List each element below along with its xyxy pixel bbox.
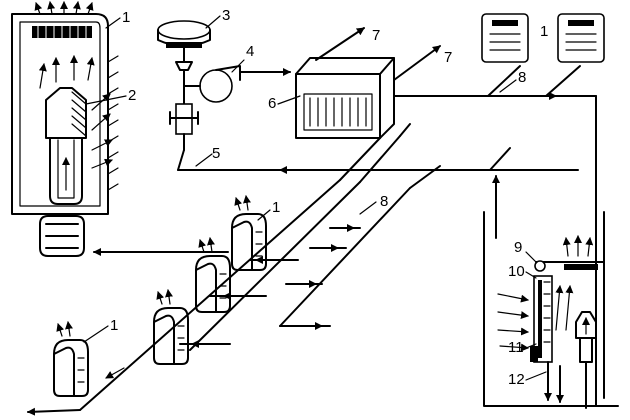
centrifugal-fan-4: [183, 65, 291, 103]
label-1-diffuser-a: 1: [272, 199, 280, 216]
filter-chamber-6: [295, 57, 395, 139]
room-heater-icon: [575, 311, 597, 409]
label-4-fan: 4: [246, 43, 254, 60]
exhaust-arrows-top: [34, 1, 94, 15]
label-2-stove: 2: [128, 87, 136, 104]
right-room: [483, 211, 619, 407]
room-air-arrows: [38, 55, 113, 169]
label-11-radiator: 11: [508, 339, 524, 356]
diffuser-unit-d: [53, 321, 89, 397]
label-9-valve: 9: [514, 239, 522, 256]
stove-icon: [45, 87, 87, 205]
diffuser-unit-c: [153, 289, 189, 365]
label-6-filter: 6: [268, 95, 276, 112]
wall-panel-right: [557, 13, 605, 63]
wall-hatching: [107, 55, 119, 191]
main-supply-duct: [27, 65, 597, 416]
diffuser-unit-a: [231, 195, 267, 271]
valve-5: [169, 103, 199, 151]
label-7-intake-right: 7: [444, 49, 452, 66]
label-5-pipe: 5: [212, 145, 220, 162]
top-grille-icon: [37, 26, 87, 38]
base-fan-icon: [39, 213, 85, 257]
label-8-duct-top: 8: [518, 69, 526, 86]
wall-panel-left: [481, 13, 529, 63]
label-7-intake-top: 7: [372, 27, 380, 44]
label-1-wall-panels: 1: [540, 23, 548, 40]
radiator-unit: [530, 260, 574, 403]
intake-arrows-7: [315, 27, 441, 81]
diffuser-unit-b: [195, 237, 231, 313]
left-enclosure: [11, 1, 119, 257]
label-10-sensor: 10: [508, 263, 525, 280]
label-12-drain: 12: [508, 371, 525, 388]
label-8-duct-bottom: 8: [380, 193, 388, 210]
label-3-fan-unit: 3: [222, 7, 230, 24]
label-1-diffuser-d: 1: [110, 317, 118, 334]
filter-fins-icon: [309, 97, 367, 127]
fan-unit-3: [157, 20, 211, 105]
label-1-left-enclosure: 1: [122, 9, 130, 26]
